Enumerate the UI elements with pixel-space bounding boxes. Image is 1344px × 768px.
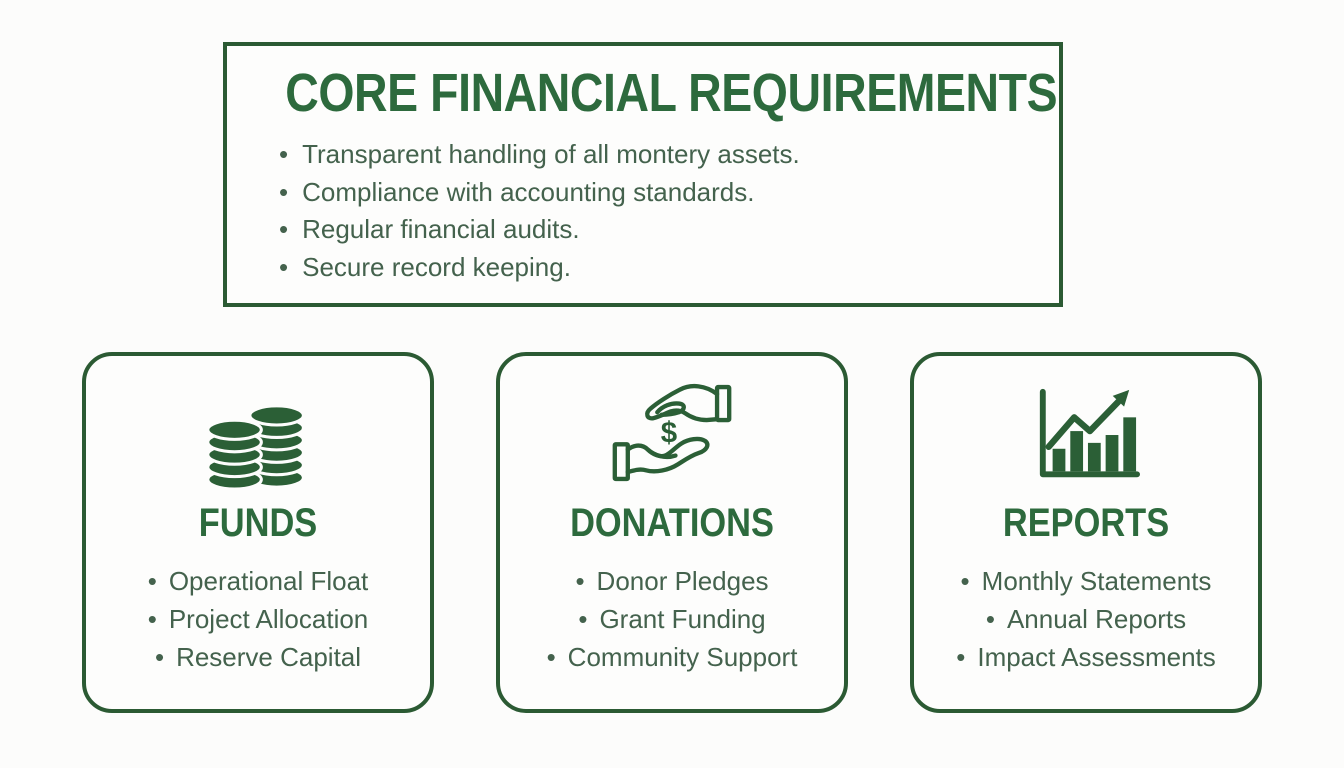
funds-list: Operational Float Project Allocation Res…: [86, 562, 430, 676]
card-reports: REPORTS Monthly Statements Annual Report…: [910, 352, 1262, 713]
card-title: DONATIONS: [570, 501, 774, 545]
category-cards-row: FUNDS Operational Float Project Allocati…: [82, 352, 1262, 713]
list-item: Regular financial audits.: [279, 211, 1059, 249]
list-item: Monthly Statements: [914, 562, 1258, 600]
list-item: Compliance with accounting standards.: [279, 174, 1059, 212]
dollar-glyph: $: [661, 416, 677, 449]
list-item: Grant Funding: [500, 600, 844, 638]
donation-hands-icon: $: [500, 380, 844, 492]
list-item: Impact Assessments: [914, 638, 1258, 676]
list-item: Transparent handling of all montery asse…: [279, 136, 1059, 174]
list-item: Donor Pledges: [500, 562, 844, 600]
card-title: FUNDS: [198, 501, 318, 545]
list-item: Secure record keeping.: [279, 249, 1059, 287]
donations-list: Donor Pledges Grant Funding Community Su…: [500, 562, 844, 676]
core-requirements-box: CORE FINANCIAL REQUIREMENTS Transparent …: [223, 42, 1063, 307]
bar-chart-growth-icon: [914, 380, 1258, 492]
list-item: Reserve Capital: [86, 638, 430, 676]
list-item: Project Allocation: [86, 600, 430, 638]
coin-stack-icon: [86, 380, 430, 492]
list-item: Annual Reports: [914, 600, 1258, 638]
card-title: REPORTS: [1002, 501, 1170, 545]
card-funds: FUNDS Operational Float Project Allocati…: [82, 352, 434, 713]
card-donations: $ DONATIONS Donor Pledges Grant Funding …: [496, 352, 848, 713]
reports-list: Monthly Statements Annual Reports Impact…: [914, 562, 1258, 676]
core-requirements-list: Transparent handling of all montery asse…: [227, 136, 1059, 286]
page-title: CORE FINANCIAL REQUIREMENTS: [285, 63, 1058, 123]
list-item: Operational Float: [86, 562, 430, 600]
list-item: Community Support: [500, 638, 844, 676]
